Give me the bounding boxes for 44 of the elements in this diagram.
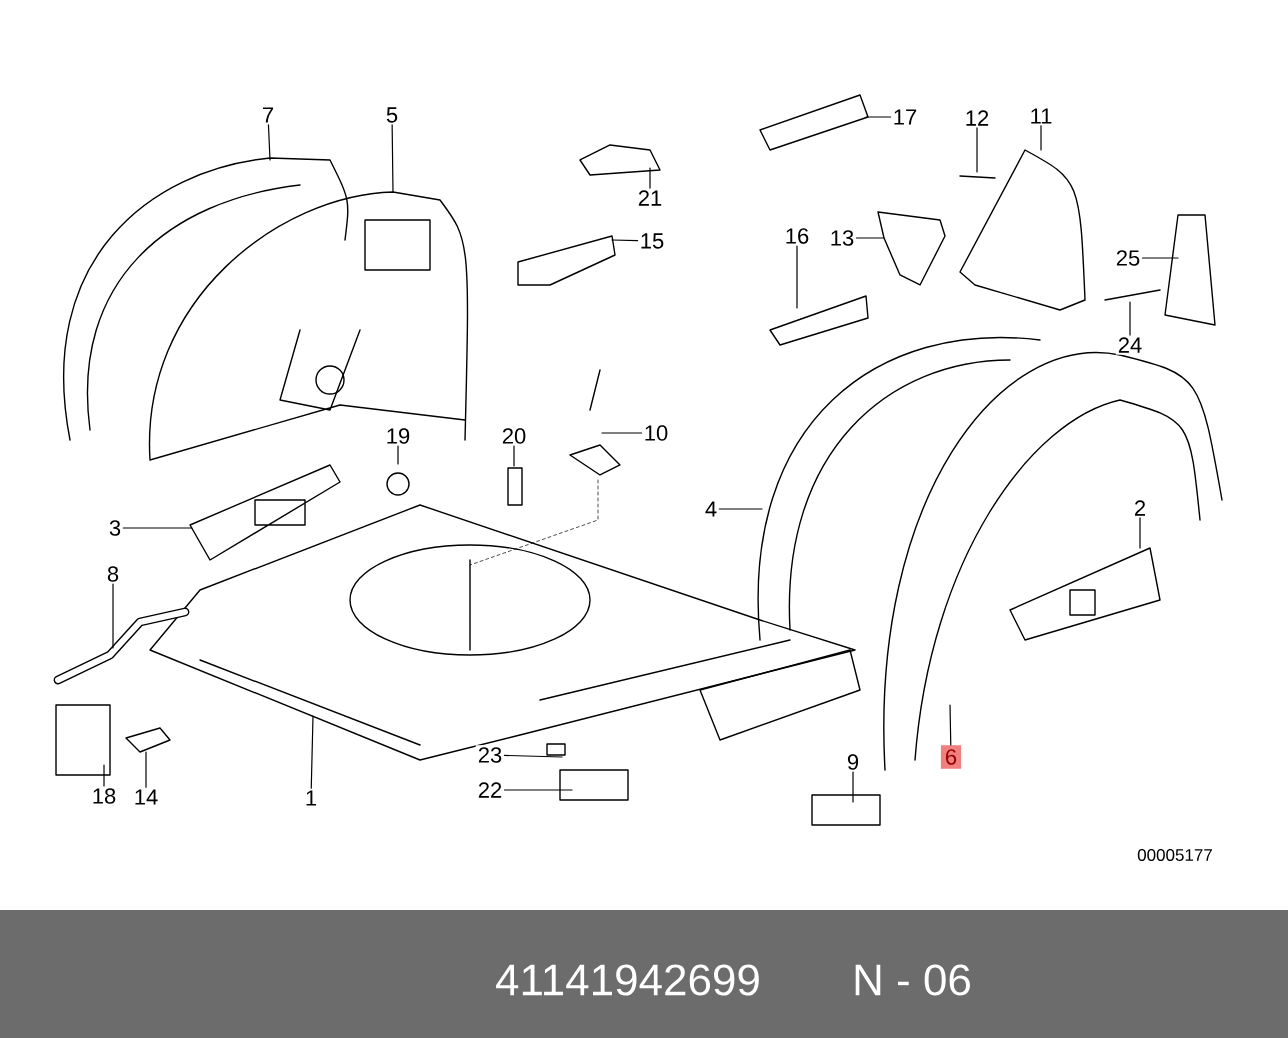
- leader-line: [122, 527, 193, 529]
- leader-line: [852, 771, 854, 803]
- callout-number: 13: [827, 228, 857, 248]
- callout-number: 15: [637, 231, 667, 251]
- callout-number: 11: [1027, 106, 1055, 126]
- leader-line: [112, 583, 114, 649]
- callout-number: 21: [635, 188, 665, 208]
- callout-number: 10: [641, 423, 671, 443]
- leader-line: [855, 237, 885, 239]
- leader-line: [503, 789, 573, 791]
- leader-line: [649, 167, 651, 189]
- callout-number: 22: [475, 780, 505, 800]
- callout-number: 19: [383, 426, 413, 446]
- leader-line: [513, 445, 515, 467]
- leader-line: [310, 715, 314, 789]
- leader-line: [145, 751, 147, 788]
- leader-line: [397, 445, 399, 465]
- leader-line: [1129, 301, 1131, 336]
- leader-line: [267, 124, 271, 161]
- callout-number: 12: [962, 108, 992, 128]
- diagram-code: N - 06: [855, 964, 970, 996]
- leader-line: [796, 245, 798, 309]
- part-number: 41141942699: [496, 964, 759, 996]
- leader-line: [1040, 125, 1042, 151]
- leader-line: [1141, 257, 1179, 259]
- leader-line: [949, 704, 952, 746]
- leader-line: [391, 124, 394, 193]
- leader-line: [976, 127, 978, 173]
- leader-line: [865, 116, 892, 118]
- leader-line: [1139, 517, 1141, 549]
- callout-number: 18: [89, 786, 119, 806]
- leader-line: [503, 754, 563, 758]
- leader-line: [611, 239, 639, 242]
- callout-number: 16: [782, 226, 812, 246]
- leader-line: [601, 432, 643, 434]
- leader-line: [103, 764, 105, 787]
- callout-number: 17: [890, 107, 920, 127]
- callout-number: 20: [499, 426, 529, 446]
- callout-number: 14: [131, 787, 161, 807]
- callout-number: 25: [1113, 248, 1143, 268]
- callout-number: 24: [1115, 335, 1145, 355]
- drawing-number: 00005177: [1137, 849, 1212, 861]
- leader-line: [718, 508, 763, 510]
- callout-number: 23: [475, 745, 505, 765]
